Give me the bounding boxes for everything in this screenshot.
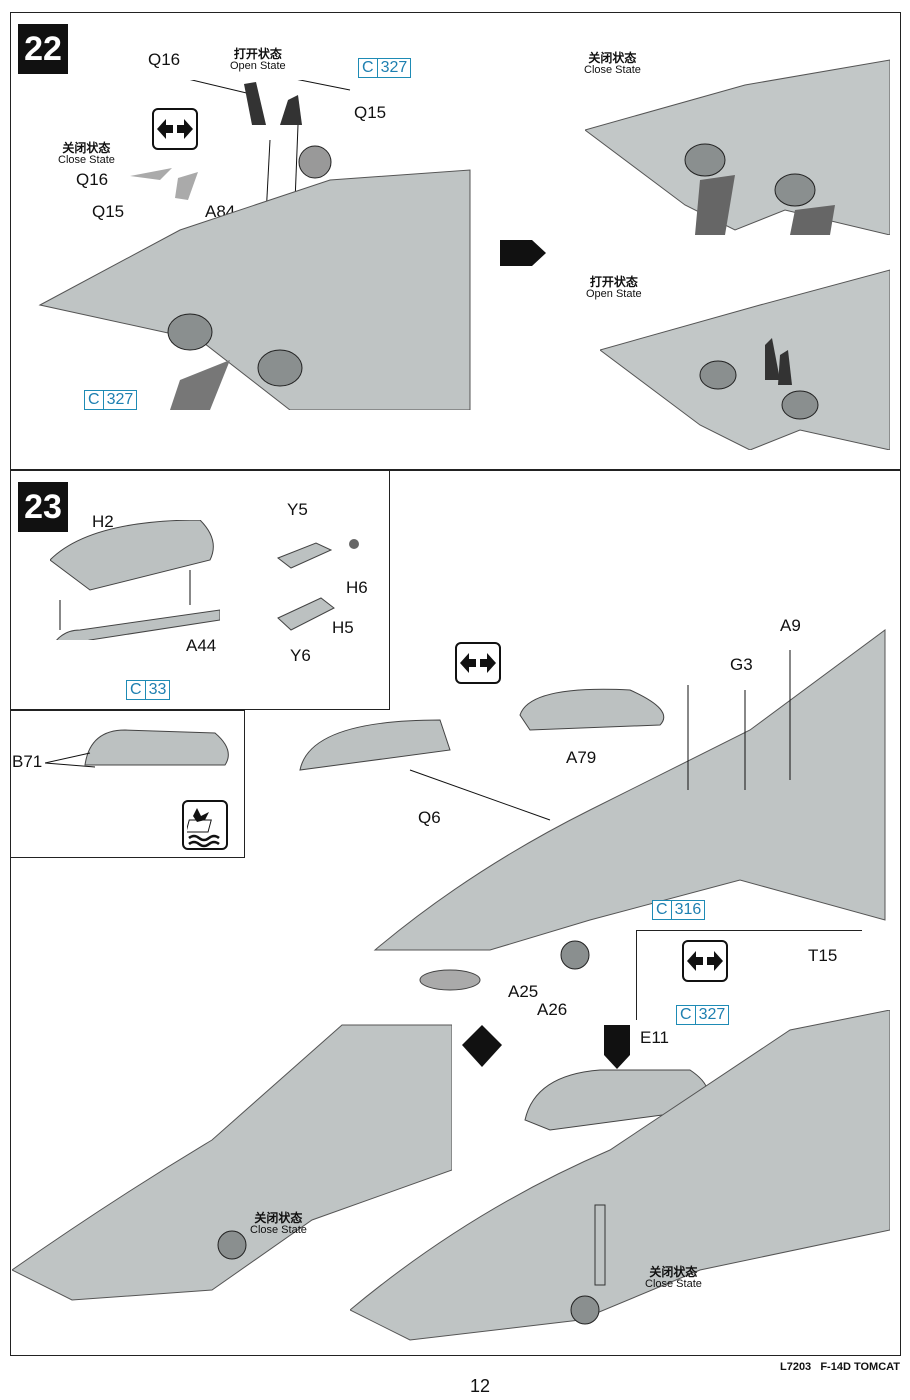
part-a26: A26 [537, 1000, 568, 1019]
part-a79: A79 [566, 748, 597, 767]
swap-icon [152, 108, 198, 150]
result-left-state-label: 关闭状态 Close State [250, 1211, 307, 1236]
cockpit-assembly-illustration [299, 629, 886, 991]
water-decal-icon [182, 800, 228, 850]
part-y5: Y5 [287, 500, 308, 519]
open-state-illustration [600, 269, 890, 450]
step-22-panel [10, 12, 901, 470]
close-state-label: 关闭状态 Close State [58, 141, 115, 166]
close-state-illustration [585, 59, 890, 235]
arrow-down-icon [604, 1025, 630, 1069]
aircraft-tail-illustration [38, 80, 471, 410]
part-q16-closed: Q16 [76, 170, 109, 189]
part-h2: H2 [92, 512, 114, 531]
result-right-illustration [350, 1010, 890, 1341]
arrow-down-left-icon [462, 1025, 502, 1067]
step-23-panel [10, 470, 901, 1356]
ladder-subpanel [636, 930, 862, 1020]
part-a9: A9 [780, 616, 801, 635]
step-23-subpanel-decal [10, 710, 245, 858]
part-e11: E11 [640, 1028, 669, 1047]
part-y6: Y6 [290, 646, 311, 665]
part-h5: H5 [332, 618, 354, 637]
swap-icon-ladder [682, 940, 728, 982]
part-q15: Q15 [354, 103, 387, 122]
part-g3: G3 [730, 655, 753, 674]
step-23-subpanel-canopy [10, 470, 390, 710]
open-state-label: 打开状态 Open State [230, 47, 286, 72]
part-b71: B71 [12, 752, 43, 771]
result-close-state-label: 关闭状态 Close State [584, 51, 641, 76]
part-q6: Q6 [418, 808, 441, 827]
arrow-right-icon [500, 240, 546, 266]
result-open-state-label: 打开状态 Open State [586, 275, 642, 300]
footer-model-code: L7203 F-14D TOMCAT [779, 1361, 900, 1373]
result-right-state-label: 关闭状态 Close State [645, 1265, 702, 1290]
canopy-b71-illustration [45, 729, 229, 768]
result-left-illustration [12, 1024, 452, 1301]
part-q15-closed: Q15 [92, 202, 125, 221]
part-a44: A44 [186, 636, 217, 655]
part-a25: A25 [508, 982, 539, 1001]
part-h6: H6 [346, 578, 368, 597]
canopy-h2-illustration [50, 520, 220, 640]
step-23-number: 23 [18, 482, 68, 532]
part-q16: Q16 [148, 50, 181, 69]
seat-parts-illustration [276, 539, 359, 631]
step-22-number: 22 [18, 24, 68, 74]
page-number: 12 [470, 1376, 491, 1396]
swap-icon-main [455, 642, 501, 684]
part-t15: T15 [808, 946, 838, 965]
